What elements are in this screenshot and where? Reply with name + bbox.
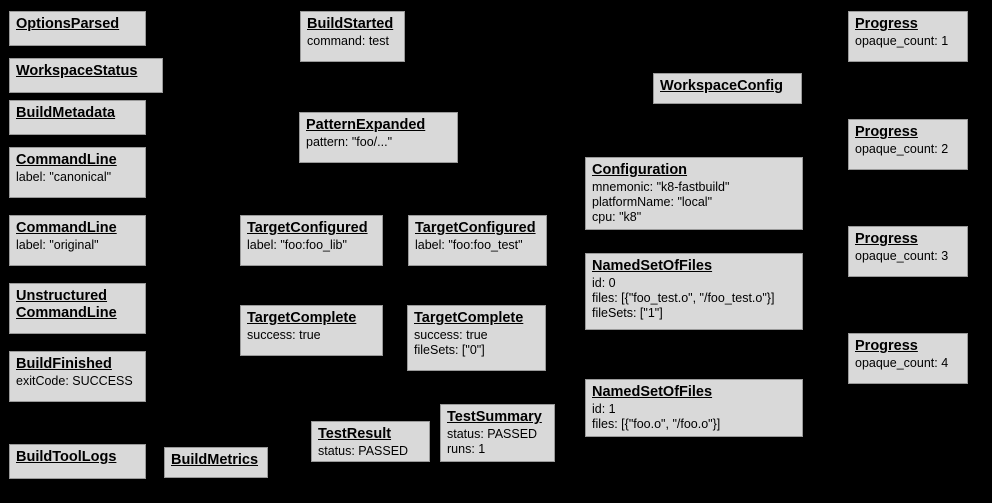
graph-node-title: TargetConfigured	[415, 220, 536, 236]
graph-node-attribute: runs: 1	[447, 442, 486, 456]
graph-node-attribute: mnemonic: "k8-fastbuild"	[592, 180, 730, 194]
graph-node-attribute: pattern: "foo/..."	[306, 135, 393, 149]
graph-node-attribute: opaque_count: 2	[855, 142, 949, 156]
graph-node-title: BuildMetrics	[171, 452, 259, 468]
graph-node-attribute: fileSets: ["1"]	[592, 306, 663, 320]
graph-node-attribute: files: [{"foo.o", "/foo.o"}]	[592, 417, 721, 431]
graph-node-title: WorkspaceStatus	[16, 63, 138, 79]
graph-node-attribute: label: "foo:foo_test"	[415, 238, 523, 252]
graph-node-attributes: success: true	[247, 328, 376, 343]
graph-node-attributes: label: "foo:foo_lib"	[247, 238, 376, 253]
graph-node-build-tool-logs[interactable]: BuildToolLogs	[9, 444, 146, 479]
graph-node-progress-4[interactable]: Progress opaque_count: 4	[848, 333, 968, 384]
graph-node-title: TargetComplete	[414, 310, 524, 326]
graph-node-attribute: command: test	[307, 34, 389, 48]
graph-node-target-complete-lib[interactable]: TargetComplete success: true	[240, 305, 383, 356]
graph-node-title: TestResult	[318, 426, 392, 442]
graph-node-title: PatternExpanded	[306, 117, 426, 133]
graph-node-attribute: label: "original"	[16, 238, 99, 252]
graph-node-workspace-config[interactable]: WorkspaceConfig	[653, 73, 802, 104]
graph-node-attribute: files: [{"foo_test.o", "/foo_test.o"}]	[592, 291, 775, 305]
graph-node-title: NamedSetOfFiles	[592, 258, 713, 274]
graph-node-command-line-canonical[interactable]: CommandLine label: "canonical"	[9, 147, 146, 198]
graph-node-title: NamedSetOfFiles	[592, 384, 713, 400]
graph-node-title: Configuration	[592, 162, 688, 178]
graph-node-attributes: opaque_count: 3	[855, 249, 961, 264]
graph-node-title: OptionsParsed	[16, 16, 120, 32]
graph-node-attributes: opaque_count: 2	[855, 142, 961, 157]
graph-node-attributes: opaque_count: 1	[855, 34, 961, 49]
graph-node-title: Progress	[855, 338, 918, 354]
graph-node-attribute: opaque_count: 1	[855, 34, 949, 48]
graph-node-attribute: platformName: "local"	[592, 195, 713, 209]
graph-node-attribute: opaque_count: 4	[855, 356, 949, 370]
graph-node-attributes: exitCode: SUCCESS	[16, 374, 139, 389]
graph-node-attributes: opaque_count: 4	[855, 356, 961, 371]
graph-node-options-parsed[interactable]: OptionsParsed	[9, 11, 146, 46]
graph-node-attribute: fileSets: ["0"]	[414, 343, 485, 357]
graph-node-attributes: label: "original"	[16, 238, 139, 253]
graph-node-build-finished[interactable]: BuildFinished exitCode: SUCCESS	[9, 351, 146, 402]
graph-node-title: TestSummary	[447, 409, 542, 425]
graph-node-attribute: label: "foo:foo_lib"	[247, 238, 347, 252]
graph-node-target-configured-foo-lib[interactable]: TargetConfigured label: "foo:foo_lib"	[240, 215, 383, 266]
graph-node-attribute: cpu: "k8"	[592, 210, 642, 224]
graph-node-test-result[interactable]: TestResult status: PASSED	[311, 421, 430, 462]
graph-node-progress-1[interactable]: Progress opaque_count: 1	[848, 11, 968, 62]
graph-node-title: CommandLine	[16, 152, 117, 168]
graph-node-attribute: status: PASSED	[318, 444, 409, 458]
graph-node-attributes: label: "canonical"	[16, 170, 139, 185]
graph-node-title: TargetConfigured	[247, 220, 368, 236]
graph-node-attribute: success: true	[414, 328, 488, 342]
graph-node-attributes: mnemonic: "k8-fastbuild"platformName: "l…	[592, 180, 796, 225]
graph-node-title: BuildToolLogs	[16, 449, 117, 465]
graph-node-progress-2[interactable]: Progress opaque_count: 2	[848, 119, 968, 170]
graph-node-attributes: status: PASSED	[318, 444, 423, 459]
graph-node-title: Unstructured CommandLine	[16, 288, 117, 321]
graph-node-pattern-expanded[interactable]: PatternExpanded pattern: "foo/..."	[299, 112, 458, 163]
graph-node-command-line-original[interactable]: CommandLine label: "original"	[9, 215, 146, 266]
graph-node-title: BuildStarted	[307, 16, 394, 32]
graph-node-configuration[interactable]: Configuration mnemonic: "k8-fastbuild"pla…	[585, 157, 803, 230]
graph-node-build-metadata[interactable]: BuildMetadata	[9, 100, 146, 135]
graph-node-attribute: exitCode: SUCCESS	[16, 374, 133, 388]
graph-node-workspace-status[interactable]: WorkspaceStatus	[9, 58, 163, 93]
graph-node-title: BuildMetadata	[16, 105, 116, 121]
graph-node-title: Progress	[855, 124, 918, 140]
graph-node-attribute: label: "canonical"	[16, 170, 112, 184]
graph-node-unstructured-command-line[interactable]: Unstructured CommandLine	[9, 283, 146, 334]
graph-node-attribute: success: true	[247, 328, 321, 342]
graph-node-target-configured-foo-test[interactable]: TargetConfigured label: "foo:foo_test"	[408, 215, 547, 266]
graph-node-attributes: pattern: "foo/..."	[306, 135, 451, 150]
graph-node-title: CommandLine	[16, 220, 117, 236]
graph-node-progress-3[interactable]: Progress opaque_count: 3	[848, 226, 968, 277]
graph-node-attribute: status: PASSED	[447, 427, 538, 441]
graph-node-title: Progress	[855, 16, 918, 32]
graph-node-title: Progress	[855, 231, 918, 247]
graph-node-title: WorkspaceConfig	[660, 78, 784, 94]
graph-node-attributes: command: test	[307, 34, 398, 49]
graph-node-build-metrics[interactable]: BuildMetrics	[164, 447, 268, 478]
graph-node-attribute: id: 1	[592, 402, 616, 416]
graph-node-attributes: label: "foo:foo_test"	[415, 238, 540, 253]
graph-node-title: BuildFinished	[16, 356, 112, 372]
graph-node-title: TargetComplete	[247, 310, 357, 326]
graph-node-attribute: opaque_count: 3	[855, 249, 949, 263]
graph-node-attribute: id: 0	[592, 276, 616, 290]
graph-node-build-started[interactable]: BuildStarted command: test	[300, 11, 405, 62]
